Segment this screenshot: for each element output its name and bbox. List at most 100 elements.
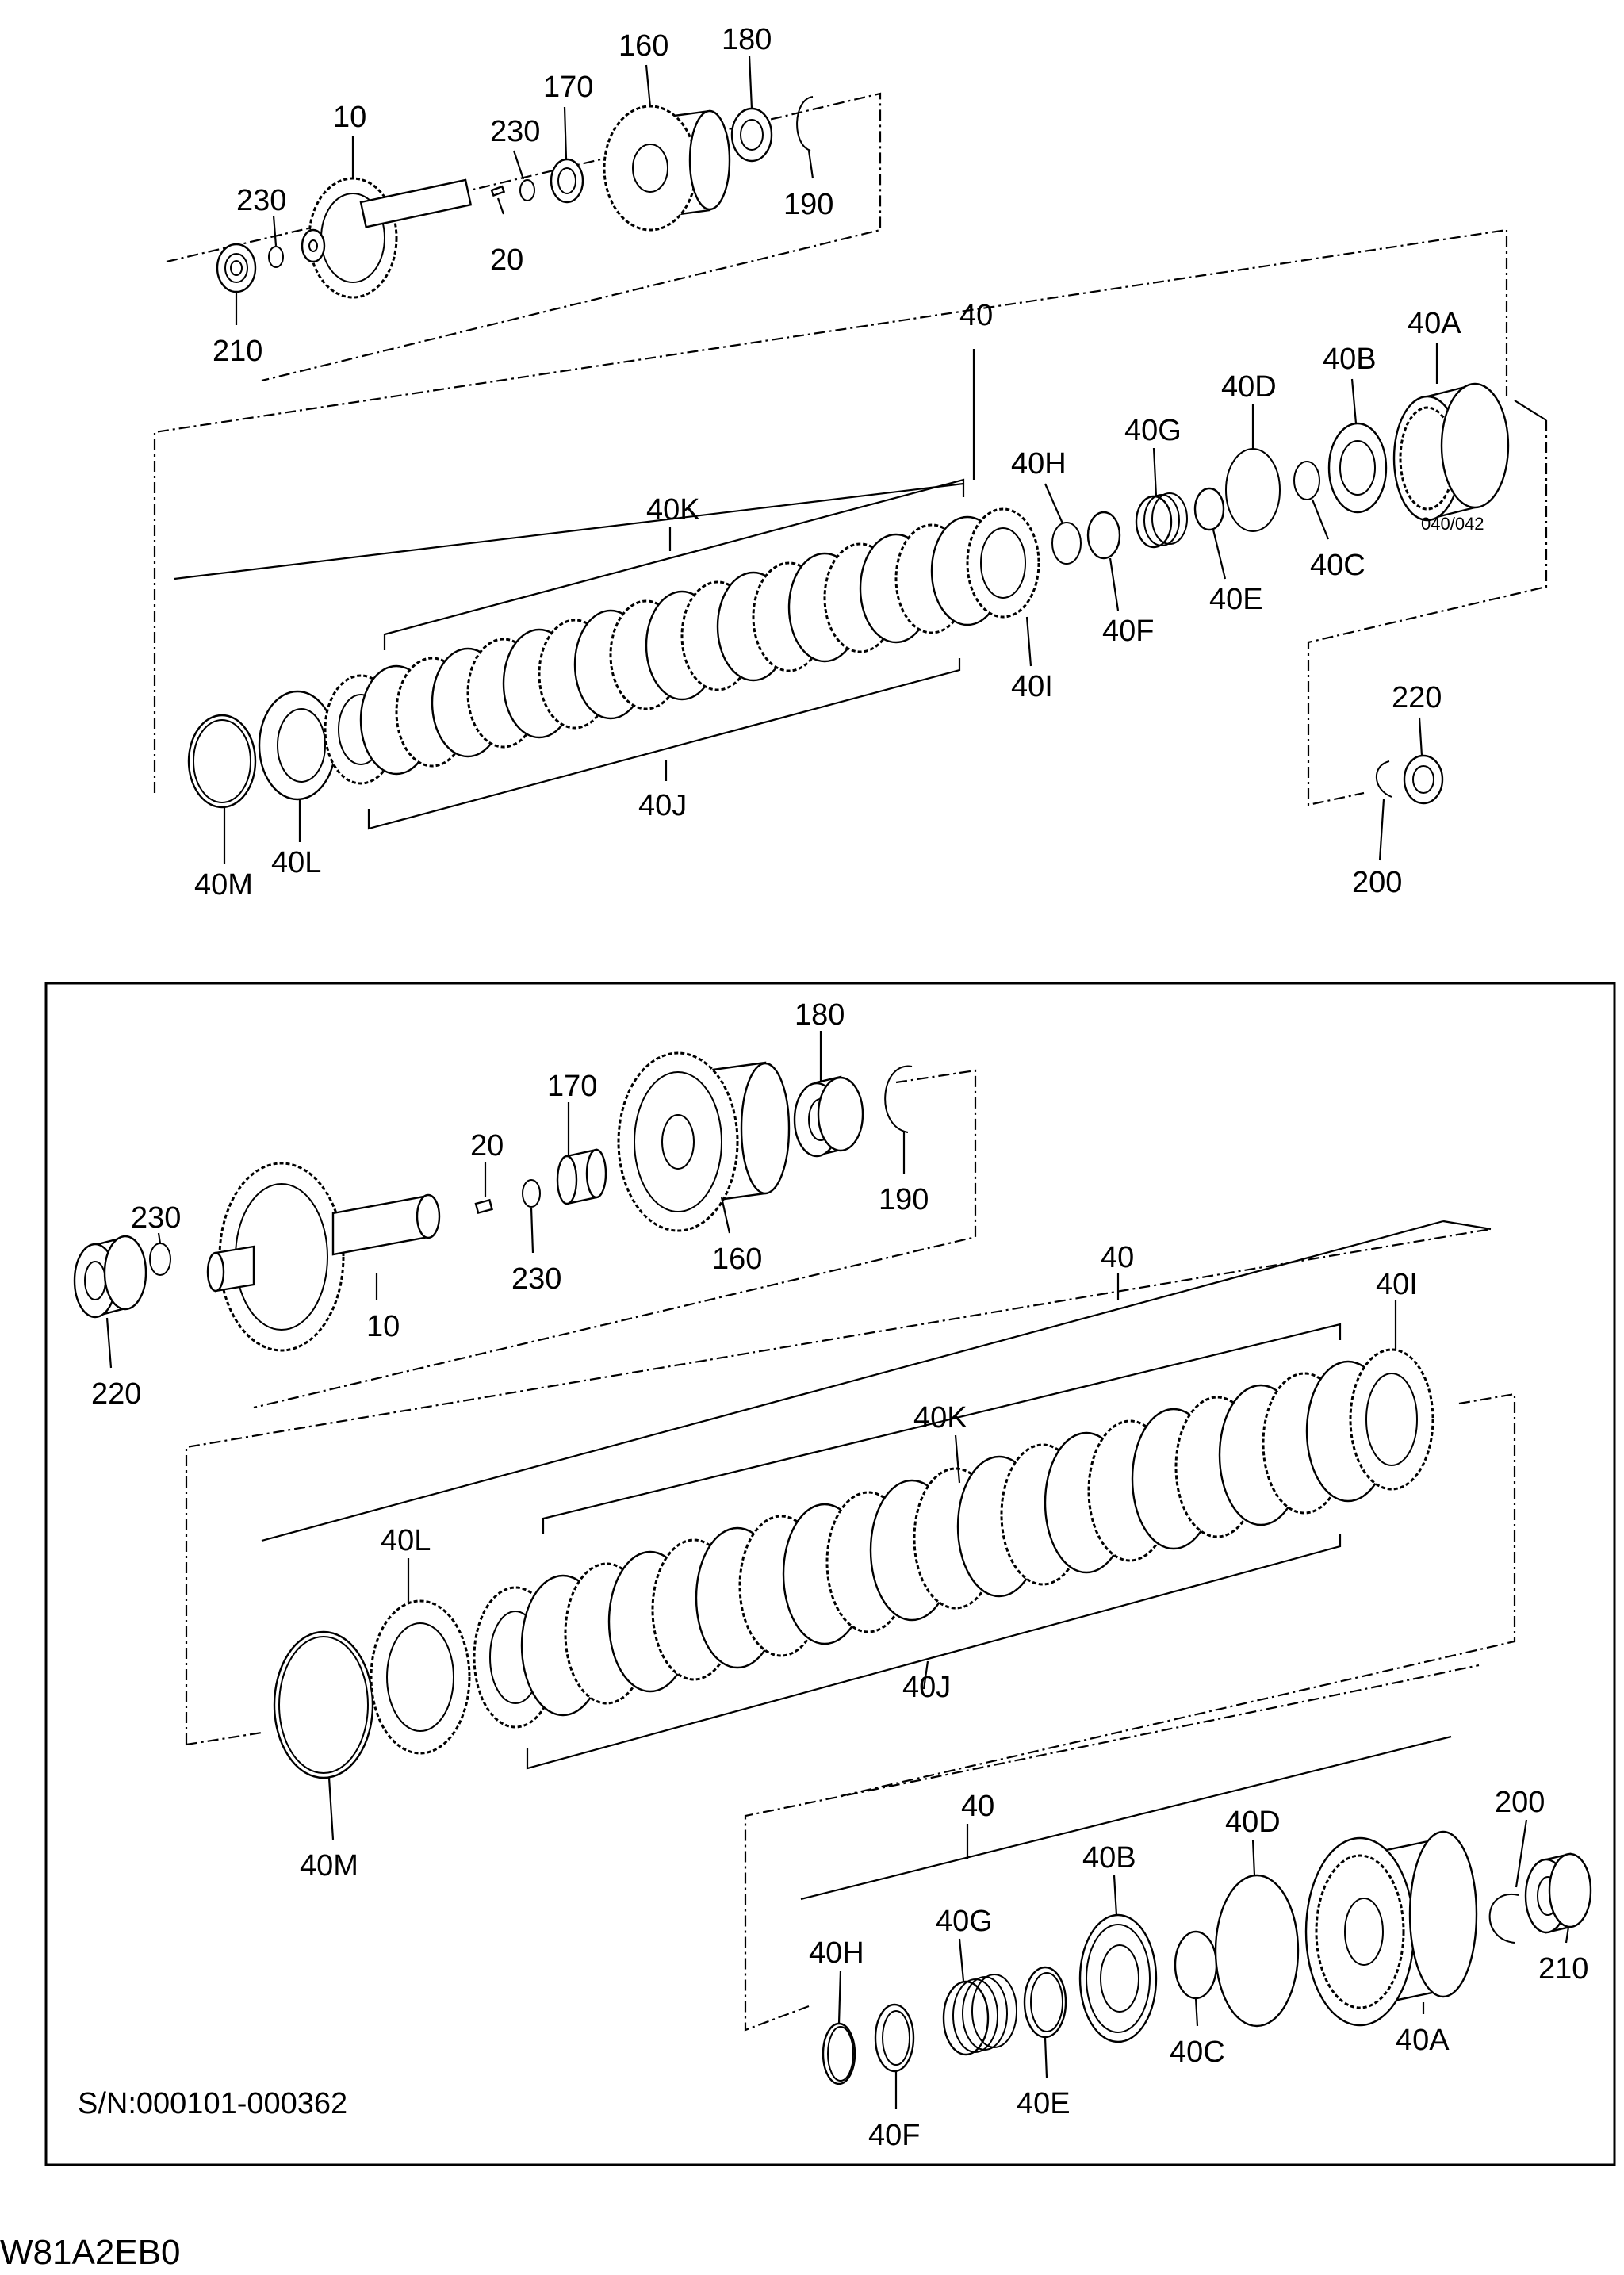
ring-40D: [1225, 448, 1281, 532]
label-40C: 40C: [1170, 2036, 1225, 2069]
bearing-220: [73, 1235, 147, 1319]
shaft-gear-10: [301, 177, 473, 299]
ring-40C: [1174, 1930, 1218, 2000]
label-40M: 40M: [300, 1849, 358, 1882]
drum-40A: [1392, 382, 1510, 522]
label-40I: 40I: [1376, 1268, 1418, 1301]
label-180: 180: [795, 998, 845, 1032]
label-40F: 40F: [1102, 615, 1154, 648]
spring-40G: [1135, 492, 1188, 549]
clutch-pack-40J-40K: [473, 1348, 1434, 1729]
label-40G: 40G: [936, 1905, 993, 1938]
label-200-top: 200: [1352, 866, 1402, 899]
label-20: 20: [470, 1129, 504, 1162]
ring-40H: [822, 2022, 856, 2085]
snap-ring-200: [1488, 1893, 1519, 1944]
ring-40E: [1193, 487, 1225, 531]
bearing-220: [1403, 754, 1444, 805]
label-40E: 40E: [1209, 583, 1263, 616]
label-180: 180: [722, 23, 772, 56]
figure-code: W81A2EB0: [0, 2233, 180, 2272]
label-40B: 40B: [1323, 343, 1377, 376]
label-40-mid: 40: [1101, 1241, 1134, 1274]
label-230a: 230: [131, 1201, 181, 1235]
label-40J: 40J: [638, 789, 687, 822]
bottom-view: 180 170 20 230 230 160 190 10 220 40 40I…: [44, 982, 1616, 2166]
bearing-210: [1524, 1852, 1592, 1934]
gear-160: [603, 105, 731, 232]
label-40A: 40A: [1396, 2024, 1450, 2057]
ring-230: [268, 246, 284, 268]
pin-20: [474, 1198, 493, 1215]
label-230b: 230: [511, 1262, 561, 1296]
label-160: 160: [619, 29, 668, 63]
label-220-top: 220: [1392, 681, 1442, 714]
label-40C: 40C: [1310, 549, 1365, 582]
label-230a: 230: [236, 184, 286, 217]
label-170: 170: [543, 71, 593, 104]
label-170: 170: [547, 1070, 597, 1103]
ring-40M: [187, 714, 257, 809]
ring-40D: [1214, 1874, 1300, 2028]
label-40H: 40H: [809, 1936, 864, 1970]
label-40-top: 40: [959, 299, 993, 332]
ring-40C: [1293, 461, 1320, 500]
gear-160: [617, 1051, 791, 1232]
label-40H: 40H: [1011, 447, 1067, 481]
ring-230b: [519, 179, 535, 201]
note-040-042: 040/042: [1421, 514, 1484, 534]
label-40D: 40D: [1225, 1806, 1281, 1839]
shaft-gear-10: [206, 1162, 441, 1352]
label-20: 20: [490, 243, 523, 277]
top-view: 10 230 230 20 170 160 180 190 210 40 40A…: [153, 23, 1548, 902]
label-40L: 40L: [381, 1524, 431, 1557]
ring-40E: [1023, 1966, 1067, 2039]
bearing-180: [730, 107, 773, 163]
label-40K: 40K: [646, 493, 700, 527]
label-40-lower: 40: [961, 1790, 994, 1823]
label-40D: 40D: [1221, 370, 1277, 404]
snap-ring-200: [1375, 760, 1392, 798]
serial-number-range: S/N:000101-000362: [78, 2087, 347, 2120]
piston-40B: [1078, 1913, 1158, 2043]
serial-range-frame: [44, 982, 1616, 2166]
label-40E: 40E: [1017, 2087, 1071, 2120]
label-40B: 40B: [1082, 1841, 1136, 1875]
label-40K: 40K: [914, 1401, 967, 1434]
label-230b: 230: [490, 115, 540, 148]
ring-230: [149, 1243, 171, 1276]
spring-40G: [942, 1974, 1017, 2056]
drum-40A: [1304, 1830, 1478, 2027]
label-40G: 40G: [1124, 414, 1182, 447]
pin-20: [490, 185, 506, 197]
label-40I: 40I: [1011, 670, 1053, 703]
label-40A: 40A: [1408, 307, 1461, 340]
label-40M: 40M: [194, 868, 253, 902]
label-200: 200: [1495, 1786, 1545, 1819]
plate-40L: [258, 690, 337, 801]
bearing-170: [550, 158, 584, 204]
piston-40B: [1327, 422, 1388, 514]
ring-230b: [522, 1179, 541, 1208]
bearing-170: [556, 1148, 607, 1205]
bearing-180: [793, 1075, 864, 1158]
snap-ring-190: [884, 1065, 913, 1133]
label-210: 210: [213, 335, 262, 368]
label-210: 210: [1538, 1952, 1588, 1986]
label-10: 10: [333, 101, 366, 134]
ring-40F: [1086, 511, 1121, 560]
ring-40H: [1051, 522, 1082, 565]
label-160: 160: [712, 1243, 762, 1276]
label-40F: 40F: [868, 2119, 920, 2152]
snap-ring-190: [796, 96, 814, 151]
clutch-pack-40J-40K: [324, 507, 1040, 785]
label-220: 220: [91, 1377, 141, 1411]
ring-40F: [874, 2003, 915, 2073]
label-190: 190: [879, 1183, 929, 1216]
label-40L: 40L: [271, 846, 321, 879]
label-190: 190: [783, 188, 833, 221]
bearing-210: [216, 243, 257, 293]
ring-40M: [273, 1630, 374, 1779]
label-10: 10: [366, 1310, 400, 1343]
